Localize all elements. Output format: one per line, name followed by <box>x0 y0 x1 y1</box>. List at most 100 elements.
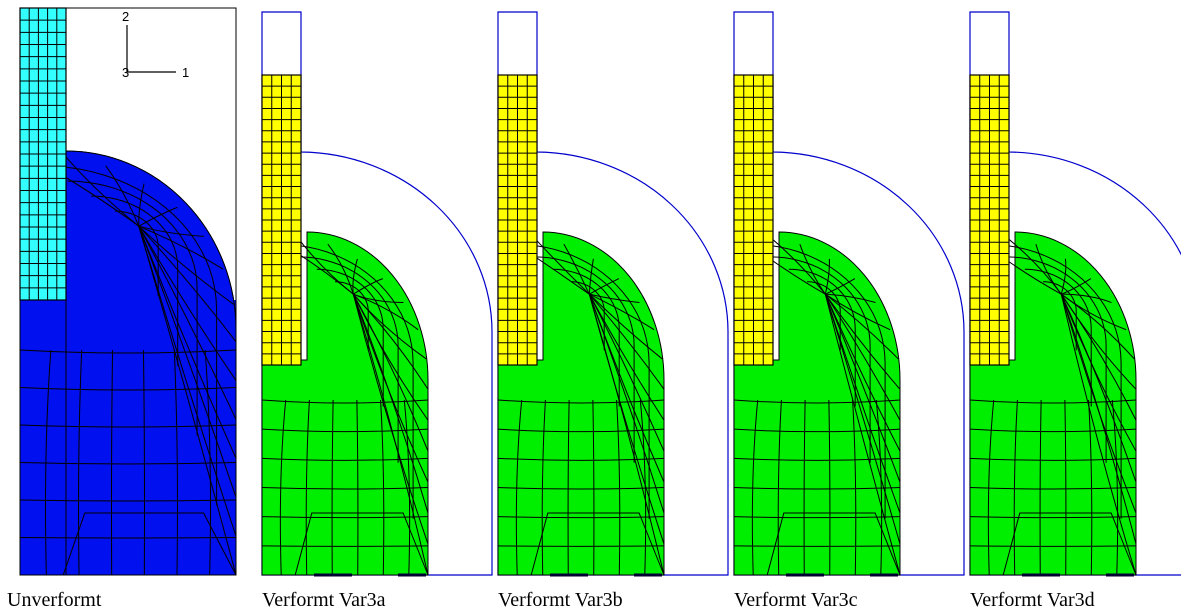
mesh-line <box>852 399 857 576</box>
mesh-line <box>331 399 334 576</box>
mesh-line <box>1035 244 1062 295</box>
mesh-line <box>19 387 237 391</box>
mesh-line <box>1060 293 1137 545</box>
mesh-line <box>19 462 237 465</box>
mesh-line <box>1013 399 1018 576</box>
mesh-line <box>352 293 429 421</box>
triad-axis-1-label: 1 <box>182 65 189 80</box>
mesh-line <box>261 428 429 433</box>
mesh-line <box>142 349 145 576</box>
mesh-line <box>541 399 546 576</box>
mesh-line <box>824 293 901 452</box>
mesh-line <box>1064 399 1067 576</box>
original-outline <box>261 11 493 576</box>
mesh-line <box>969 516 1137 519</box>
mesh-line <box>767 234 826 295</box>
mesh-line <box>352 293 429 390</box>
mesh-line <box>825 278 856 295</box>
mesh-line <box>516 243 650 519</box>
mesh-line <box>1002 512 1137 576</box>
mesh-line <box>752 243 886 519</box>
coordinate-triad: 2 3 1 <box>122 9 189 80</box>
mesh-line <box>770 256 871 463</box>
mesh-line <box>969 399 1137 404</box>
mesh-line <box>138 225 237 420</box>
mesh-line <box>1039 399 1042 576</box>
mesh-line <box>111 349 114 576</box>
mesh-line <box>824 258 830 295</box>
mesh-line <box>589 293 640 304</box>
mesh-line <box>105 165 140 227</box>
mesh-line <box>570 281 605 351</box>
mesh-line <box>639 399 647 576</box>
mesh-line <box>380 399 385 576</box>
mesh-line <box>733 457 901 461</box>
mesh-line <box>138 225 237 381</box>
mesh-line <box>733 516 901 519</box>
mesh-line <box>19 499 237 502</box>
mesh-line <box>138 225 224 270</box>
mesh-line <box>733 545 901 547</box>
mesh-line <box>824 293 901 390</box>
mesh-line <box>588 293 665 452</box>
mesh-line <box>298 256 399 463</box>
mesh-line <box>515 399 523 576</box>
mesh-line <box>824 294 901 545</box>
mesh-line <box>825 293 891 331</box>
mesh-line <box>19 424 237 428</box>
mesh-line <box>530 512 665 576</box>
deformed-tool-outline <box>261 74 302 366</box>
mesh-line <box>616 399 621 576</box>
mesh-line <box>19 349 237 354</box>
panels-layer <box>19 7 1181 577</box>
mesh-line <box>19 537 237 539</box>
mesh-line <box>766 512 901 576</box>
mesh-line <box>824 293 901 421</box>
mesh-line <box>138 226 237 576</box>
mesh-line <box>788 268 856 407</box>
mesh-line <box>825 293 876 304</box>
caption-var3c: Verformt Var3c <box>734 589 858 611</box>
mesh-line <box>588 293 663 360</box>
mesh-line <box>261 399 429 404</box>
mesh-line <box>497 516 665 519</box>
mesh-line <box>1060 293 1137 452</box>
mesh-line <box>1088 399 1093 576</box>
panel-var3a <box>261 11 493 577</box>
mesh-line <box>45 349 52 576</box>
mesh-line <box>78 349 83 576</box>
original-outline <box>969 11 1181 576</box>
triad-axis-2-label: 2 <box>122 9 129 24</box>
mesh-line <box>733 428 901 433</box>
mesh-line <box>353 293 419 331</box>
mesh-line <box>1006 256 1107 463</box>
mesh-line <box>969 487 1137 490</box>
mesh-line <box>588 293 665 421</box>
mesh-line <box>261 457 429 461</box>
mesh-line <box>352 293 429 452</box>
mesh-line <box>589 293 655 331</box>
mesh-line <box>63 154 140 227</box>
mesh-line <box>352 294 429 545</box>
mesh-line <box>588 294 665 576</box>
mesh-line <box>316 268 384 407</box>
mesh-line <box>497 428 665 433</box>
caption-var3b: Verformt Var3b <box>498 589 623 611</box>
deformed-tool-outline <box>969 74 1010 366</box>
mesh-line <box>356 399 359 576</box>
mesh-line <box>403 399 411 576</box>
mesh-line <box>534 256 635 463</box>
mesh-line <box>67 180 198 436</box>
mesh-line <box>497 457 665 461</box>
mesh-line <box>987 399 995 576</box>
mesh-line <box>138 225 237 459</box>
mesh-line <box>497 487 665 490</box>
mesh-line <box>733 487 901 490</box>
mesh-line <box>875 399 883 576</box>
mesh-line <box>294 512 429 576</box>
panel-var3c <box>733 11 965 577</box>
mesh-line <box>261 516 429 519</box>
caption-var3a: Verformt Var3a <box>262 589 386 611</box>
panel-unverformt <box>19 7 237 576</box>
